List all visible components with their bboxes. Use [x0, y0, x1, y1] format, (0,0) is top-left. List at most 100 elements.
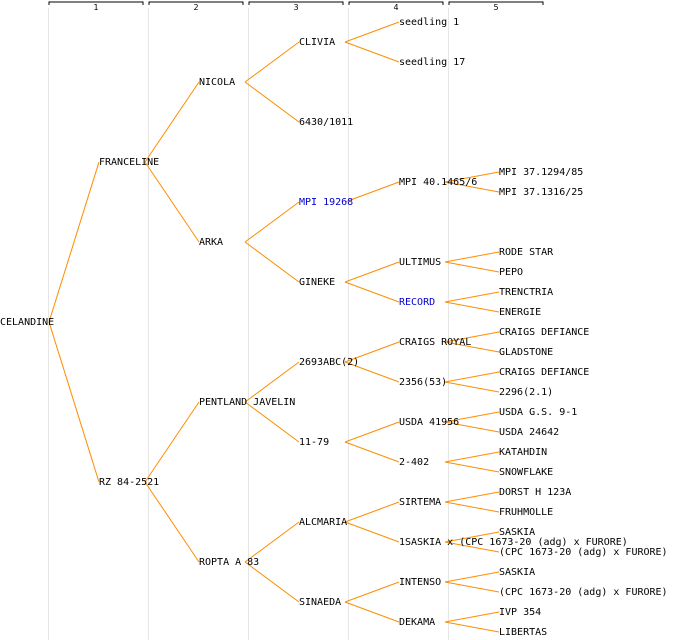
- generation-separators: [48, 8, 449, 640]
- pedigree-node: CRAIGS DEFIANCE: [499, 327, 589, 338]
- pedigree-node: MPI 37.1316/25: [499, 187, 583, 198]
- pedigree-edge: [244, 561, 300, 603]
- pedigree-edge: [444, 451, 500, 463]
- pedigree-node: 2-402: [399, 457, 429, 468]
- pedigree-node: 2356(53): [399, 377, 447, 388]
- pedigree-edge: [444, 461, 500, 473]
- pedigree-node: FRANCELINE: [99, 157, 159, 168]
- generation-bracket: [448, 1, 544, 5]
- pedigree-node: DORST H 123A: [499, 487, 571, 498]
- pedigree-edge: [344, 521, 400, 543]
- pedigree-edge: [48, 321, 100, 483]
- pedigree-edge: [444, 621, 500, 633]
- pedigree-edge: [244, 201, 300, 243]
- pedigree-edge: [344, 581, 400, 603]
- pedigree-node: CELANDINE: [0, 317, 54, 328]
- pedigree-edge: [344, 341, 400, 363]
- pedigree-edge: [444, 421, 500, 433]
- pedigree-node: RODE STAR: [499, 247, 554, 258]
- pedigree-edges: [48, 21, 500, 633]
- pedigree-node: 2296(2.1): [499, 387, 553, 398]
- pedigree-node: SIRTEMA: [399, 497, 441, 508]
- generation-number: 1: [93, 3, 98, 12]
- pedigree-edge: [344, 501, 400, 523]
- pedigree-edge: [444, 171, 500, 183]
- generation-bracket: [48, 1, 144, 5]
- pedigree-node: SINAEDA: [299, 597, 341, 608]
- generation-bracket: [348, 1, 444, 5]
- generation-number: 2: [193, 3, 198, 12]
- pedigree-edge: [48, 161, 100, 323]
- pedigree-node: (CPC 1673-20 (adg) x FURORE): [499, 547, 668, 558]
- pedigree-edge: [344, 601, 400, 623]
- pedigree-node: SASKIA: [499, 527, 535, 538]
- pedigree-node: IVP 354: [499, 607, 541, 618]
- pedigree-edge: [444, 491, 500, 503]
- pedigree-node: (CPC 1673-20 (adg) x FURORE): [499, 587, 668, 598]
- pedigree-node: GLADSTONE: [499, 347, 553, 358]
- pedigree-edge: [344, 261, 400, 283]
- pedigree-node: 1SASKIA x (CPC 1673-20 (adg) x FURORE): [399, 537, 628, 548]
- pedigree-edge: [444, 341, 500, 353]
- pedigree-node: CRAIGS DEFIANCE: [499, 367, 589, 378]
- pedigree-node: CRAIGS ROYAL: [399, 337, 471, 348]
- pedigree-node: RZ 84-2521: [99, 477, 159, 488]
- pedigree-edge: [144, 481, 200, 563]
- pedigree-edge: [444, 501, 500, 513]
- pedigree-node: CLIVIA: [299, 37, 335, 48]
- pedigree-node: seedling 17: [399, 57, 465, 68]
- pedigree-node: PENTLAND JAVELIN: [199, 397, 295, 408]
- pedigree-edge: [344, 181, 400, 203]
- pedigree-edge: [444, 371, 500, 383]
- pedigree-edge: [144, 81, 200, 163]
- generation-header: 1 2 3 4 5: [48, 1, 544, 12]
- pedigree-edge: [444, 541, 500, 553]
- pedigree-node: MPI 37.1294/85: [499, 167, 583, 178]
- pedigree-edge: [244, 401, 300, 443]
- pedigree-node: TRENCTRIA: [499, 287, 553, 298]
- generation-number: 4: [393, 3, 398, 12]
- pedigree-edge: [344, 421, 400, 443]
- pedigree-node: DEKAMA: [399, 617, 435, 628]
- pedigree-node: ULTIMUS: [399, 257, 441, 268]
- pedigree-node: KATAHDIN: [499, 447, 547, 458]
- pedigree-edge: [444, 261, 500, 273]
- pedigree-edge: [344, 21, 400, 43]
- pedigree-node: MPI 40.1465/6: [399, 177, 477, 188]
- pedigree-edge: [444, 581, 500, 593]
- pedigree-edge: [444, 531, 500, 543]
- pedigree-node: USDA G.S. 9-1: [499, 407, 577, 418]
- pedigree-edge: [344, 41, 400, 63]
- pedigree-edge: [444, 571, 500, 583]
- generation-bracket: [148, 1, 244, 5]
- pedigree-edge: [144, 161, 200, 243]
- pedigree-edge: [444, 181, 500, 193]
- generation-number: 3: [293, 3, 298, 12]
- pedigree-node: LIBERTAS: [499, 627, 547, 638]
- pedigree-edge: [244, 41, 300, 83]
- pedigree-edge: [444, 291, 500, 303]
- pedigree-edge: [444, 301, 500, 313]
- pedigree-node-link[interactable]: RECORD: [399, 297, 435, 308]
- pedigree-node: USDA 41956: [399, 417, 459, 428]
- pedigree-edge: [244, 241, 300, 283]
- pedigree-node: FRUHMOLLE: [499, 507, 553, 518]
- pedigree-node: GINEKE: [299, 277, 335, 288]
- pedigree-node: ALCMARIA: [299, 517, 347, 528]
- pedigree-edge: [444, 251, 500, 263]
- pedigree-edge: [244, 81, 300, 123]
- pedigree-node: SASKIA: [499, 567, 535, 578]
- pedigree-edge: [444, 381, 500, 393]
- pedigree-node: 11-79: [299, 437, 329, 448]
- pedigree-node: NICOLA: [199, 77, 235, 88]
- generation-number: 5: [493, 3, 498, 12]
- pedigree-node: 6430/1011: [299, 117, 353, 128]
- pedigree-edge: [244, 361, 300, 403]
- pedigree-edge: [444, 331, 500, 343]
- pedigree-edge: [144, 401, 200, 483]
- pedigree-edge: [344, 361, 400, 383]
- pedigree-node-link[interactable]: MPI 19268: [299, 197, 353, 208]
- pedigree-edge: [244, 521, 300, 563]
